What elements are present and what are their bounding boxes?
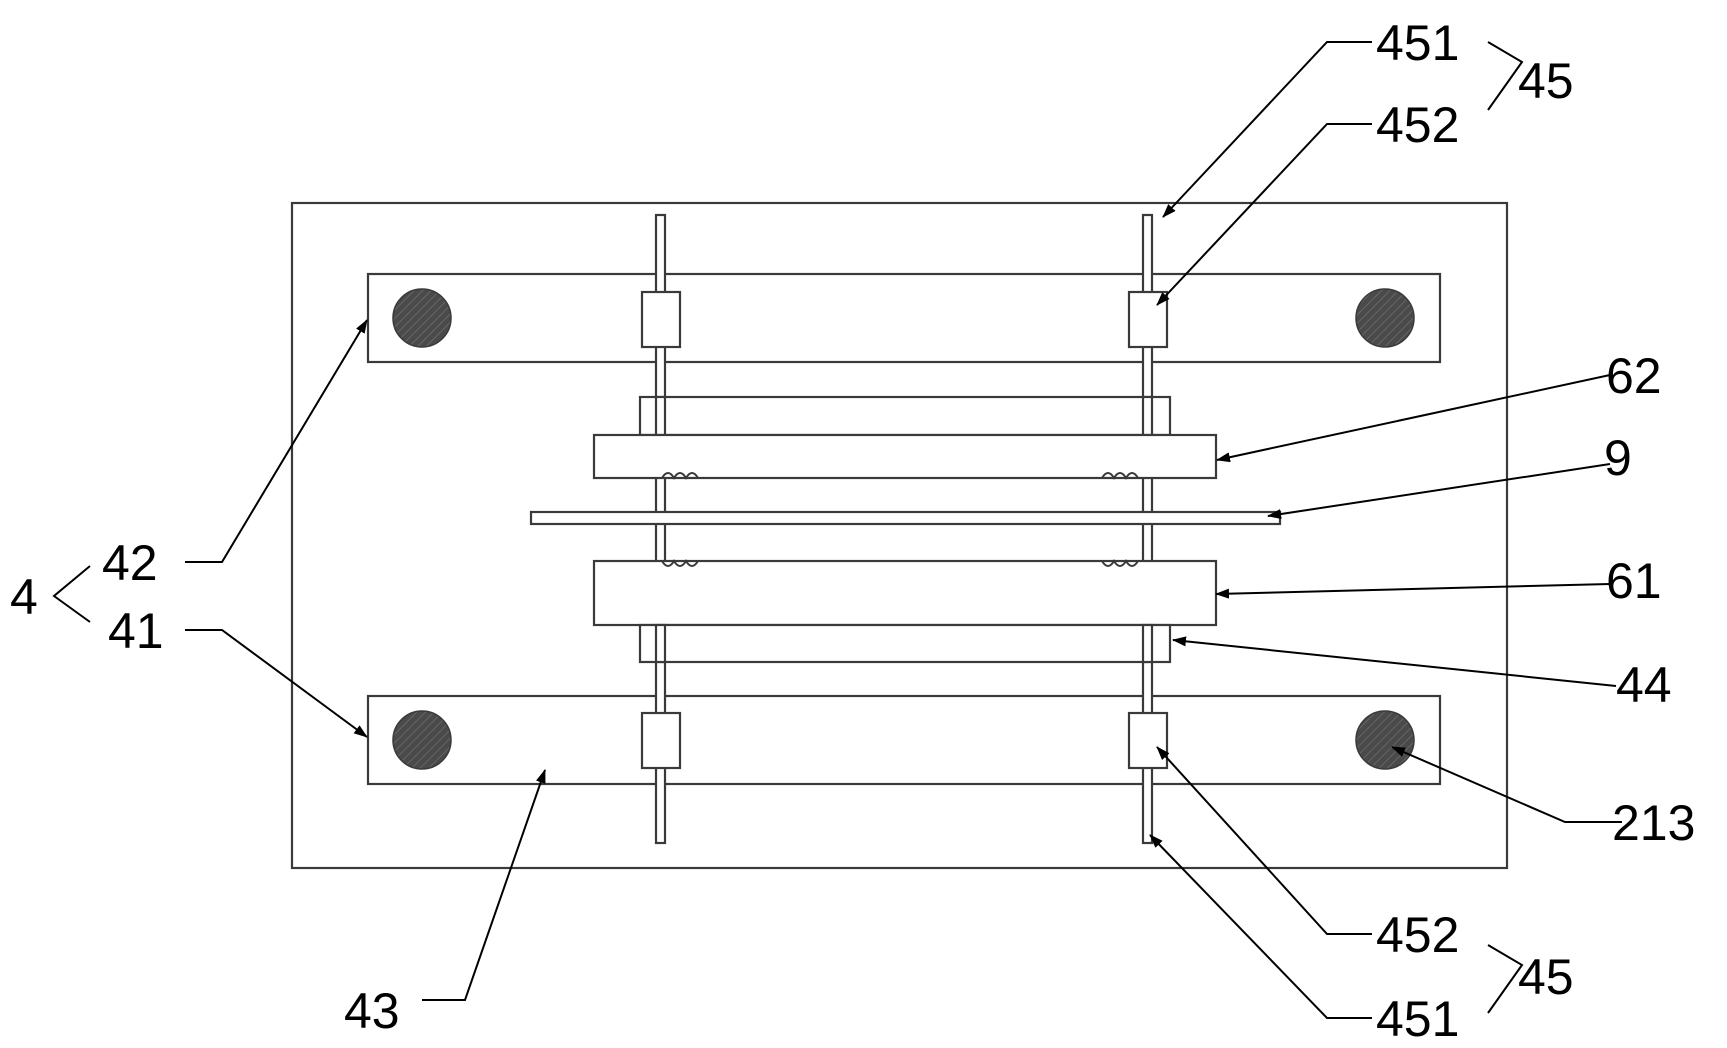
guide-rod-left (654, 213, 667, 845)
slide-sleeve-lower-right (1127, 711, 1169, 770)
label-61: 61 (1606, 553, 1662, 609)
upper-pad (592, 433, 1218, 480)
lower-right-locating-pin (1355, 710, 1415, 770)
slide-sleeve-upper-left (640, 290, 682, 349)
leader-43 (422, 769, 546, 1001)
lower-connector-rod-left (654, 623, 667, 664)
upper-clamp-plate (366, 272, 1442, 364)
label-62: 62 (1606, 348, 1662, 404)
upper-connector-rod-right (1141, 395, 1154, 437)
lower-pad-spring-right (1101, 559, 1139, 567)
label-451-bottom: 451 (1376, 991, 1459, 1047)
label-9: 9 (1604, 430, 1632, 486)
leader-452-bottom (1156, 746, 1372, 935)
upper-left-locating-pin (392, 288, 452, 348)
brace-4 (52, 565, 91, 623)
slide-sleeve-lower-left (640, 711, 682, 770)
label-43: 43 (344, 983, 400, 1039)
leader-213 (1391, 746, 1622, 823)
upper-pad-spring-left (661, 472, 699, 480)
label-42: 42 (102, 535, 158, 591)
label-45-top: 45 (1518, 53, 1574, 109)
lower-left-locating-pin (392, 710, 452, 770)
lower-pad (592, 559, 1218, 627)
upper-connector-block (638, 395, 1172, 437)
label-451-top: 451 (1376, 15, 1459, 71)
workpiece-sheet (529, 510, 1282, 526)
lower-pad-spring-left (661, 559, 699, 567)
leader-452-top (1156, 123, 1372, 306)
label-213: 213 (1612, 795, 1695, 851)
label-44: 44 (1616, 657, 1672, 713)
brace-45-bottom (1487, 944, 1524, 1014)
leader-41 (185, 629, 368, 738)
leader-451-top (1162, 41, 1372, 218)
leader-62 (1216, 374, 1611, 463)
upper-right-locating-pin (1355, 288, 1415, 348)
lower-connector-rod-right (1141, 623, 1154, 664)
label-45-bottom: 45 (1518, 949, 1574, 1005)
leader-42 (185, 319, 368, 563)
leader-61 (1215, 583, 1611, 599)
upper-pad-spring-right (1101, 472, 1139, 480)
leader-44 (1172, 636, 1617, 687)
leader-9 (1267, 463, 1611, 519)
lower-connector-block (638, 623, 1172, 664)
guide-rod-right (1141, 213, 1154, 845)
upper-connector-rod-left (654, 395, 667, 437)
label-452-bottom: 452 (1376, 907, 1459, 963)
label-4: 4 (10, 569, 38, 625)
label-452-top: 452 (1376, 97, 1459, 153)
lower-clamp-plate (366, 694, 1442, 786)
leader-451-bottom (1149, 834, 1372, 1019)
brace-45-top (1487, 41, 1524, 111)
label-41: 41 (108, 603, 164, 659)
